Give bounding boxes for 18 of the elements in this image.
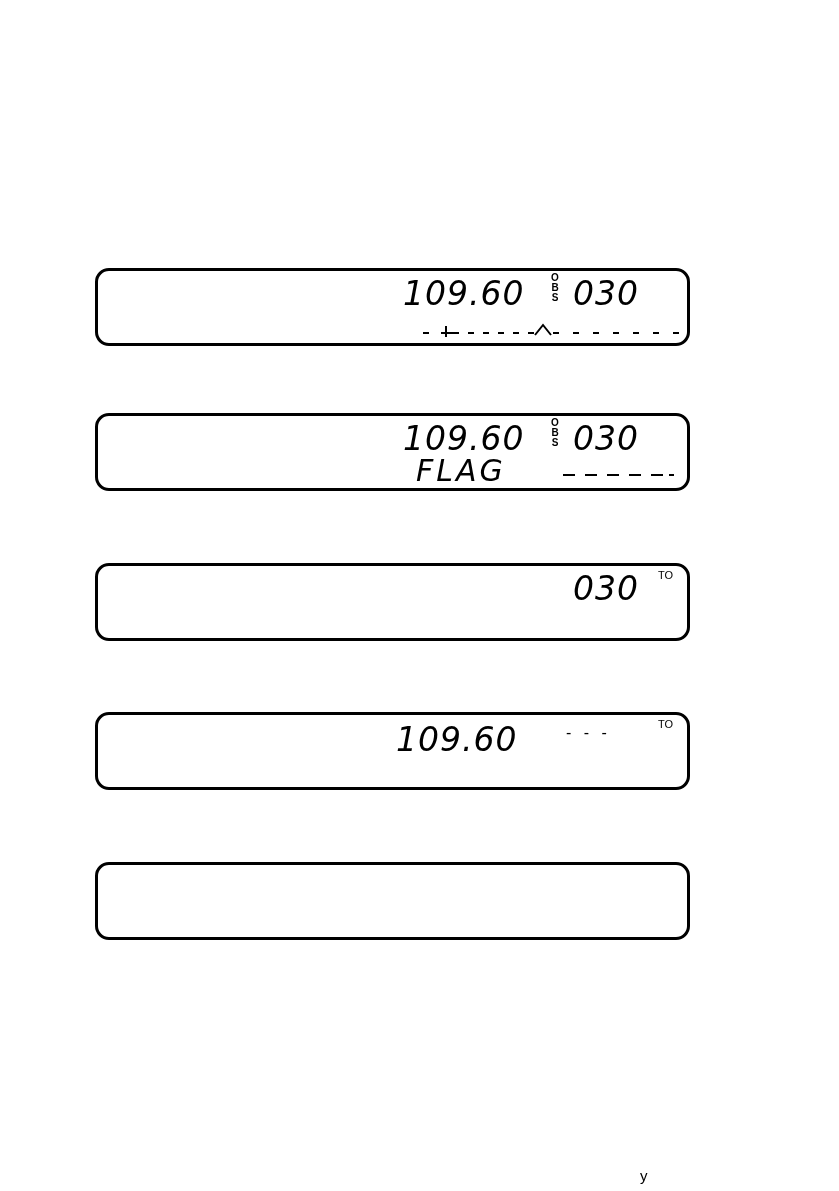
display-readout: - - - (566, 725, 611, 741)
display-panel (95, 268, 690, 346)
vertical-label: OBS (550, 418, 560, 448)
display-panel (95, 712, 690, 790)
display-readout: 030 (573, 422, 639, 455)
display-panel (95, 413, 690, 491)
vertical-label: OBS (550, 273, 560, 303)
display-readout: 109.60 (396, 723, 518, 756)
note-label: y (640, 1168, 648, 1183)
indicator-label: TO (658, 570, 674, 581)
display-readout: 109.60 (403, 422, 525, 455)
display-readout: 030 (573, 572, 639, 605)
display-readout: 109.60 (403, 277, 525, 310)
display-panel (95, 563, 690, 641)
display-readout: FLAG (416, 456, 506, 486)
display-readout: 030 (573, 277, 639, 310)
display-panel (95, 862, 690, 940)
indicator-label: TO (658, 719, 674, 730)
